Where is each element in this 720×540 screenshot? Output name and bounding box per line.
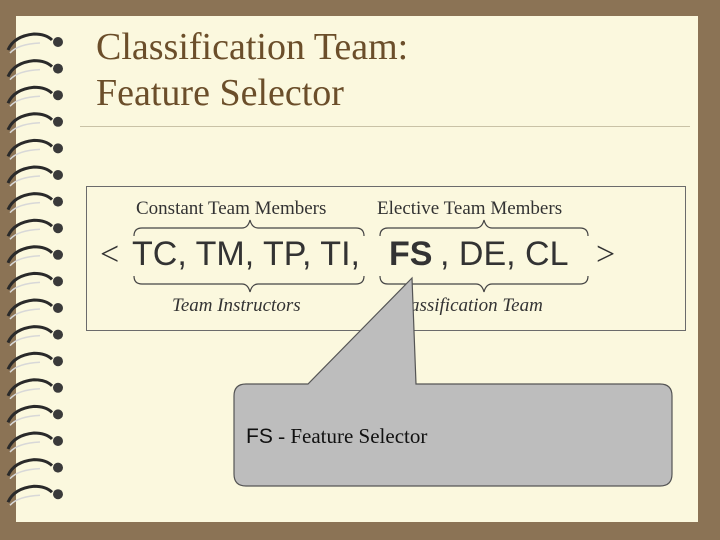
spiral-ring-highlight [9,122,41,134]
spiral-ring-highlight [9,361,41,373]
spiral-ring [6,431,54,450]
bottom-brace-instructors [133,275,365,293]
spiral-ring [6,192,54,211]
title-line-2: Feature Selector [96,72,344,114]
spiral-ring [6,351,54,370]
spiral-ring [6,85,54,104]
elective-members-label: Elective Team Members [377,198,563,219]
constant-members-label: Constant Team Members [136,198,327,219]
spiral-ring-highlight [9,42,41,54]
spiral-ring-highlight [9,467,41,480]
binding-hole [53,223,63,234]
binding-hole [53,303,63,313]
spiral-ring [6,165,54,184]
spiral-ring-highlight [9,175,41,187]
spiral-ring-highlight [9,494,41,506]
team-instructors-label: Team Instructors [172,295,301,316]
spiral-ring-highlight [9,308,41,320]
binding-hole [53,409,63,420]
title-divider [80,126,690,127]
spiral-ring [6,32,54,51]
page-title: Classification Team: Feature Selector [96,24,408,116]
spiral-ring-highlight [9,228,41,240]
spiral-ring [6,138,54,158]
bottom-brace-classification [379,275,589,293]
binding-hole [53,356,63,367]
spiral-ring [6,59,54,78]
spiral-ring-highlight [9,388,41,400]
top-brace-elective [379,219,589,237]
elective-members-text: , DE, CL [440,235,569,273]
spiral-ring-highlight [9,68,41,81]
spiral-ring-highlight [9,281,41,293]
spiral-ring [6,404,54,424]
spiral-ring-highlight [9,334,41,347]
spiral-ring-highlight [9,148,41,160]
spiral-binding [6,32,63,506]
spiral-ring [6,458,54,477]
fs-highlight: FS [389,235,433,273]
binding-hole [53,63,63,74]
binding-hole [53,329,63,340]
callout-definition: - Feature Selector [272,424,428,448]
binding-hole [53,462,63,473]
spiral-ring-highlight [9,201,41,214]
binding-hole [53,143,63,154]
constant-members-text: TC, TM, TP, TI, [132,235,360,273]
spiral-ring [6,112,54,131]
binding-hole [53,276,63,287]
spiral-ring-highlight [9,441,41,453]
binding-hole [53,170,63,180]
spiral-ring [6,378,54,397]
binding-hole [53,382,63,393]
binding-hole [53,90,63,101]
binding-hole [53,116,63,127]
spiral-ring [6,325,54,344]
spiral-ring [6,484,54,503]
title-line-1: Classification Team: [96,26,409,68]
binding-hole [53,436,63,446]
close-angle-bracket: > [596,236,616,273]
spiral-ring [6,245,54,264]
binding-hole [53,249,63,260]
classification-team-label: Classification Team [392,295,543,316]
callout-abbrev: FS [246,425,273,448]
spiral-ring [6,271,54,291]
binding-hole [53,196,63,207]
spiral-ring-highlight [9,255,41,267]
callout-text: FS - Feature Selector [246,424,427,449]
top-brace-constant [133,219,365,237]
spiral-ring-highlight [9,95,41,107]
spiral-ring [6,298,54,317]
binding-hole [53,37,63,47]
binding-hole [53,489,63,500]
spiral-ring [6,218,54,237]
callout-shape [233,276,673,487]
spiral-ring-highlight [9,414,41,426]
open-angle-bracket: < [100,236,120,273]
